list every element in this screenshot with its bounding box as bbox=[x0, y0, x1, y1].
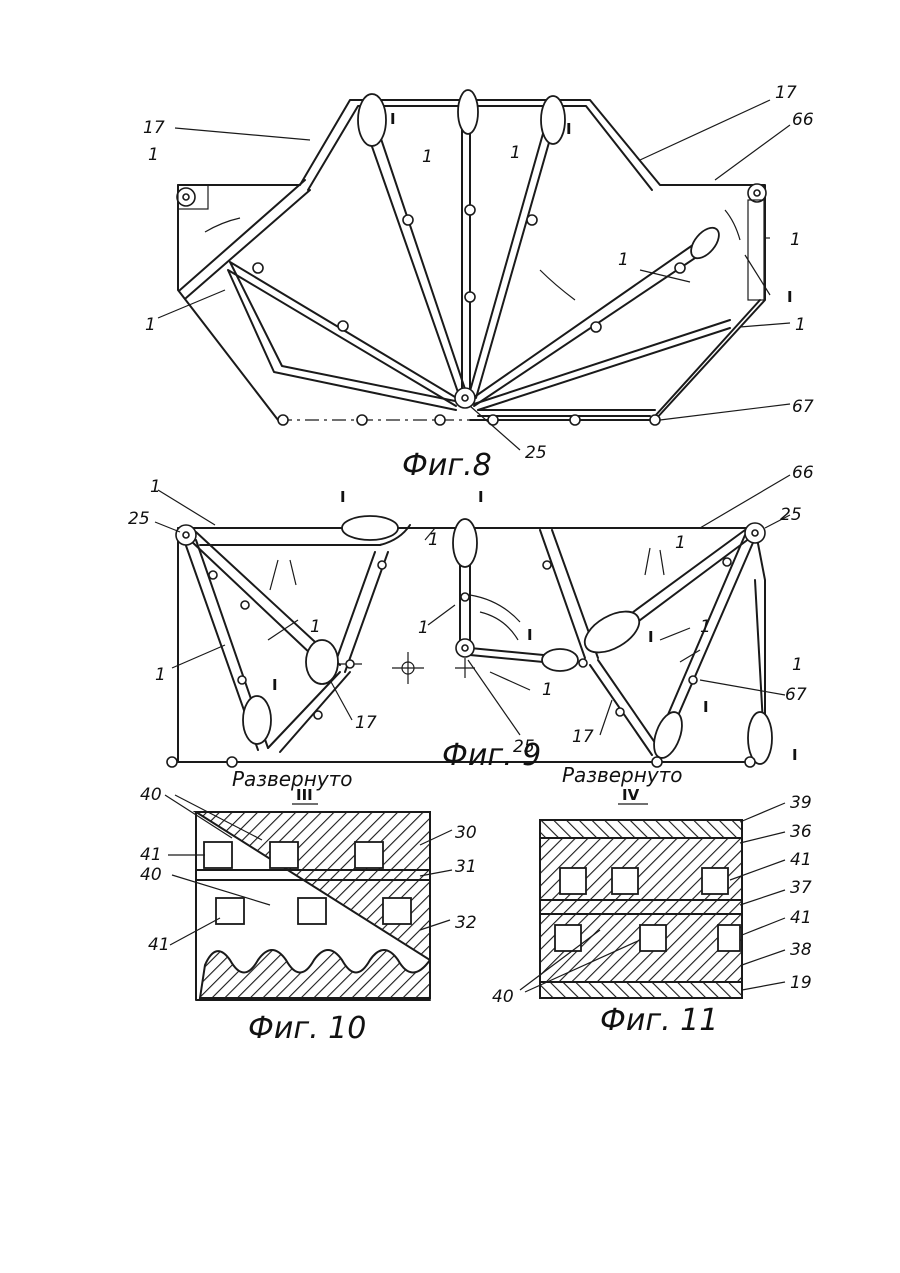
roman-i-fig8-a: I bbox=[390, 110, 396, 128]
label-1-fig8-a: 1 bbox=[148, 145, 159, 165]
label-66-fig8: 66 bbox=[792, 110, 814, 130]
label-39-fig11: 39 bbox=[790, 793, 812, 813]
label-1-fig8-c: 1 bbox=[422, 147, 433, 167]
label-19-fig11: 19 bbox=[790, 973, 812, 993]
caption-fig10: Фиг. 10 bbox=[248, 1011, 366, 1046]
label-17-fig8: 17 bbox=[143, 118, 165, 138]
label-1-fig8-f: 1 bbox=[790, 230, 801, 250]
roman-i-fig9-g: I bbox=[792, 746, 798, 764]
label-1-fig9-c: 1 bbox=[310, 617, 321, 637]
label-41-fig10-a: 41 bbox=[140, 845, 162, 865]
label-1-fig9-f: 1 bbox=[542, 680, 553, 700]
roman-i-fig8-b: I bbox=[566, 120, 572, 138]
label-1-fig8-e: 1 bbox=[618, 250, 629, 270]
label-1-fig8-d: 1 bbox=[510, 143, 521, 163]
label-40-fig10-b: 40 bbox=[140, 865, 162, 885]
label-1-fig9-a: 1 bbox=[150, 477, 161, 497]
label-67-fig8: 67 bbox=[792, 397, 814, 417]
label-17-fig8-right: 17 bbox=[775, 83, 797, 103]
label-1-fig9-e: 1 bbox=[418, 618, 429, 638]
caption-fig9: Фиг. 9 bbox=[442, 738, 541, 773]
caption-fig11: Фиг. 11 bbox=[600, 1003, 718, 1038]
roman-i-fig9-d: I bbox=[648, 628, 654, 646]
label-1-fig9-i: 1 bbox=[792, 655, 803, 675]
roman-i-fig9-e: I bbox=[272, 676, 278, 694]
figure-10: III 40 30 41 40 31 32 41 Фиг. 10 bbox=[140, 785, 477, 1046]
label-1-fig9-h: 1 bbox=[700, 617, 711, 637]
label-32-fig10: 32 bbox=[455, 913, 477, 933]
label-1-fig9-b: 1 bbox=[155, 665, 166, 685]
unfolded-label-left: Развернуто bbox=[232, 767, 353, 791]
label-40-fig11: 40 bbox=[492, 987, 514, 1007]
label-1-fig8-b: 1 bbox=[145, 315, 156, 335]
label-41-fig10-b: 41 bbox=[148, 935, 170, 955]
roman-i-fig9-f: I bbox=[703, 698, 709, 716]
label-1-fig8-g: 1 bbox=[795, 315, 806, 335]
label-36-fig11: 36 bbox=[790, 822, 812, 842]
label-30-fig10: 30 bbox=[455, 823, 477, 843]
figure-11: IV 39 36 41 37 41 38 19 40 Фиг. 11 bbox=[492, 786, 812, 1038]
section-mark-iii: III bbox=[296, 786, 313, 804]
label-25-fig9-left: 25 bbox=[128, 509, 150, 529]
label-37-fig11: 37 bbox=[790, 878, 812, 898]
figure-8: 17 1 1 1 1 1 1 1 17 66 67 25 I I I Фиг.8 bbox=[143, 83, 814, 483]
figure-9: 1 25 66 25 1 1 1 1 1 1 1 1 17 17 67 25 I… bbox=[128, 463, 814, 791]
label-1-fig9-g: 1 bbox=[675, 533, 686, 553]
label-67-fig9: 67 bbox=[785, 685, 807, 705]
label-41-fig11-a: 41 bbox=[790, 850, 812, 870]
label-38-fig11: 38 bbox=[790, 940, 812, 960]
label-31-fig10: 31 bbox=[455, 857, 477, 877]
unfolded-label-right: Развернуто bbox=[562, 763, 683, 787]
label-40-fig10-a: 40 bbox=[140, 785, 162, 805]
roman-i-fig9-a: I bbox=[340, 488, 346, 506]
label-66-fig9: 66 bbox=[792, 463, 814, 483]
roman-i-fig9-c: I bbox=[527, 626, 533, 644]
label-17-fig9-right: 17 bbox=[572, 727, 594, 747]
roman-i-fig9-b: I bbox=[478, 488, 484, 506]
section-mark-iv: IV bbox=[622, 786, 640, 804]
caption-fig8: Фиг.8 bbox=[402, 448, 492, 483]
label-25-fig9-right: 25 bbox=[780, 505, 802, 525]
label-41-fig11-b: 41 bbox=[790, 908, 812, 928]
label-25-fig8: 25 bbox=[525, 443, 547, 463]
label-17-fig9-left: 17 bbox=[355, 713, 377, 733]
label-1-fig9-d: 1 bbox=[428, 530, 439, 550]
roman-i-fig8-c: I bbox=[787, 288, 793, 306]
